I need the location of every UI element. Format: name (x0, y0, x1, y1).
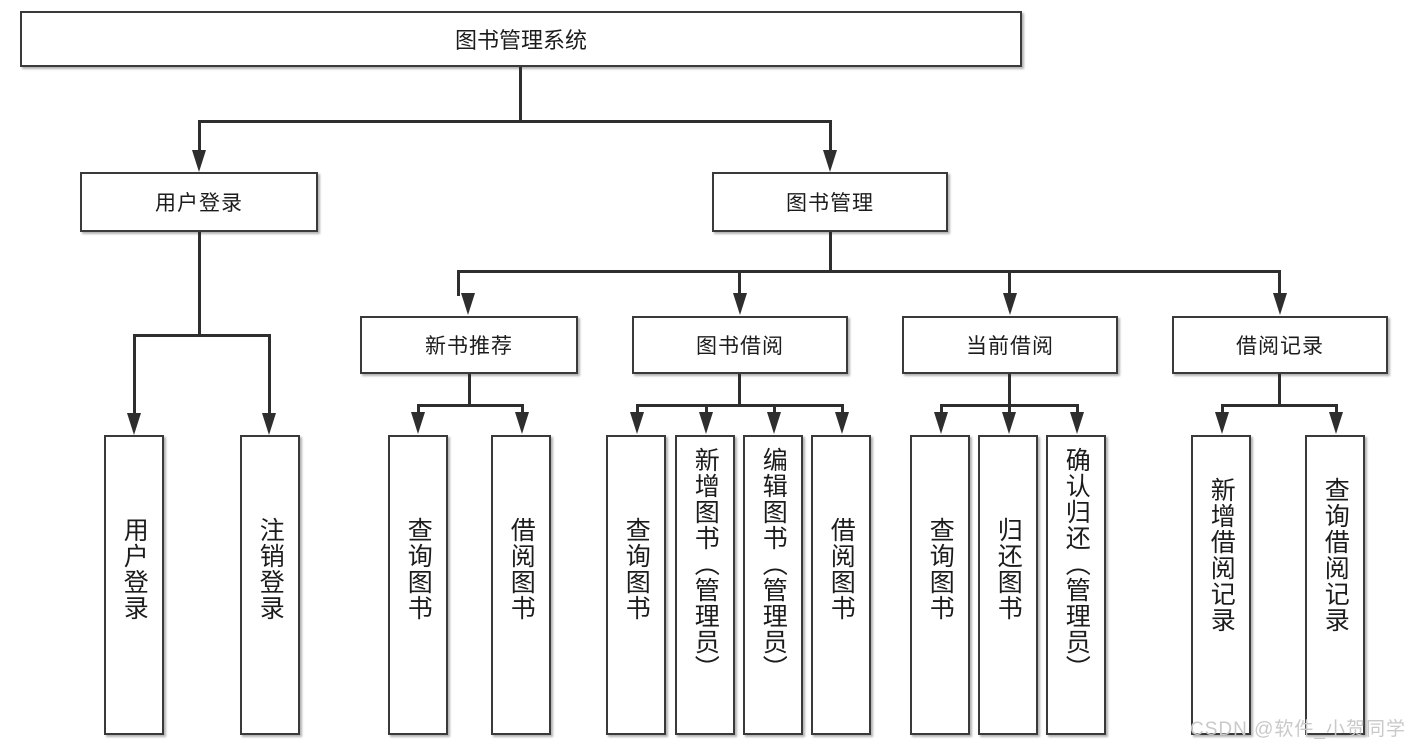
connector-new-book-stem (468, 374, 471, 406)
leaf-current-borrow-confirm[interactable]: 确认归还（管理员） (1046, 435, 1106, 735)
leaf-label: 用户登录 (120, 517, 149, 621)
connector-book-manage-to-current (1008, 270, 1011, 296)
leaf-label: 查询图书 (404, 517, 433, 621)
arrow-new-book-leaf-1 (411, 412, 425, 434)
node-label: 借阅记录 (1236, 335, 1324, 358)
arrow-user-login-leaf-2 (262, 413, 276, 435)
leaf-book-borrow-borrow[interactable]: 借阅图书 (811, 435, 871, 735)
arrow-book-borrow-leaf-3 (767, 412, 781, 434)
connector-borrow-record-bus (1222, 404, 1336, 407)
connector-current-borrow-leaf-2 (1008, 404, 1011, 416)
connector-book-borrow-stem (738, 374, 741, 406)
connector-book-manage-to-record (1278, 270, 1281, 296)
connector-book-borrow-bus (637, 404, 843, 407)
connector-current-borrow-leaf-1 (940, 404, 943, 416)
arrow-current-borrow-leaf-1 (934, 412, 948, 434)
node-label: 新书推荐 (425, 335, 513, 358)
connector-user-login-stem (198, 232, 201, 336)
arrow-book-borrow-leaf-4 (835, 412, 849, 434)
csdn-watermark: CSDN @软件_小贺同学 (1190, 719, 1405, 740)
arrow-book-manage-to-new-book (461, 293, 475, 315)
leaf-current-borrow-query[interactable]: 查询图书 (910, 435, 970, 735)
arrow-book-borrow-leaf-1 (630, 412, 644, 434)
leaf-label: 注销登录 (256, 517, 285, 621)
node-label: 用户登录 (155, 192, 243, 215)
leaf-label: 借阅图书 (507, 517, 536, 621)
leaf-label: 查询图书 (926, 517, 955, 621)
connector-root-bus (199, 120, 832, 123)
connector-current-borrow-leaf-3 (1076, 404, 1079, 416)
leaf-label: 查询图书 (622, 517, 651, 621)
leaf-borrow-record-query[interactable]: 查询借阅记录 (1305, 435, 1365, 735)
arrow-user-login-leaf-1 (127, 413, 141, 435)
node-book-borrow[interactable]: 图书借阅 (632, 316, 848, 374)
connector-borrow-record-stem (1278, 374, 1281, 406)
leaf-book-borrow-add[interactable]: 新增图书（管理员） (675, 435, 735, 735)
connector-book-manage-bus (458, 270, 1280, 273)
leaf-book-borrow-query[interactable]: 查询图书 (606, 435, 666, 735)
arrow-book-manage-to-current (1003, 293, 1017, 315)
connector-root-to-book-manage (829, 120, 832, 151)
leaf-borrow-record-add[interactable]: 新增借阅记录 (1191, 435, 1251, 735)
arrow-new-book-leaf-2 (515, 412, 529, 434)
connector-new-book-leaf-1 (417, 404, 420, 416)
leaf-new-book-query[interactable]: 查询图书 (388, 435, 448, 735)
leaf-label: 新增图书（管理员） (691, 447, 720, 681)
arrow-current-borrow-leaf-3 (1070, 412, 1084, 434)
leaf-label: 归还图书 (994, 517, 1023, 621)
connector-book-borrow-leaf-1 (636, 404, 639, 416)
arrow-book-borrow-leaf-2 (699, 412, 713, 434)
connector-book-manage-to-borrow (738, 270, 741, 296)
leaf-new-book-borrow[interactable]: 借阅图书 (491, 435, 551, 735)
node-root-library-system[interactable]: 图书管理系统 (20, 11, 1022, 67)
arrow-borrow-record-leaf-1 (1215, 412, 1229, 434)
connector-book-borrow-leaf-2 (705, 404, 708, 416)
leaf-user-login-logout[interactable]: 注销登录 (240, 435, 300, 735)
node-new-book-recommend[interactable]: 新书推荐 (360, 316, 578, 374)
leaf-current-borrow-return[interactable]: 归还图书 (978, 435, 1038, 735)
connector-borrow-record-leaf-2 (1335, 404, 1338, 416)
leaf-book-borrow-edit[interactable]: 编辑图书（管理员） (743, 435, 803, 735)
leaf-label: 编辑图书（管理员） (759, 447, 788, 681)
connector-current-borrow-stem (1008, 374, 1011, 406)
node-user-login[interactable]: 用户登录 (80, 172, 318, 232)
node-label: 当前借阅 (966, 335, 1054, 358)
connector-root-to-user-login (198, 120, 201, 151)
connector-new-book-bus (418, 404, 522, 407)
leaf-label: 新增借阅记录 (1207, 477, 1236, 633)
connector-new-book-leaf-2 (521, 404, 524, 416)
connector-book-borrow-leaf-4 (841, 404, 844, 416)
node-label: 图书借阅 (696, 335, 784, 358)
node-label: 图书管理系统 (454, 28, 587, 53)
connector-book-borrow-leaf-3 (773, 404, 776, 416)
connector-user-login-leaf-2 (268, 334, 271, 414)
connector-book-manage-to-new-book (457, 270, 460, 296)
leaf-label: 借阅图书 (827, 517, 856, 621)
leaf-user-login-login[interactable]: 用户登录 (104, 435, 164, 735)
arrow-root-to-book-manage (823, 150, 837, 172)
arrow-borrow-record-leaf-2 (1329, 412, 1343, 434)
node-borrow-record[interactable]: 借阅记录 (1172, 316, 1388, 374)
leaf-label: 确认归还（管理员） (1062, 447, 1091, 681)
connector-user-login-bus (134, 334, 268, 337)
arrow-root-to-user-login (192, 150, 206, 172)
connector-root-stem (519, 67, 522, 122)
connector-book-manage-stem (829, 232, 832, 272)
arrow-current-borrow-leaf-2 (1002, 412, 1016, 434)
arrow-book-manage-to-record (1273, 293, 1287, 315)
node-label: 图书管理 (786, 192, 874, 215)
leaf-label: 查询借阅记录 (1321, 477, 1350, 633)
arrow-book-manage-to-borrow (733, 293, 747, 315)
node-book-management[interactable]: 图书管理 (712, 172, 948, 232)
connector-borrow-record-leaf-1 (1221, 404, 1224, 416)
connector-user-login-leaf-1 (133, 334, 136, 414)
node-current-borrow[interactable]: 当前借阅 (902, 316, 1118, 374)
